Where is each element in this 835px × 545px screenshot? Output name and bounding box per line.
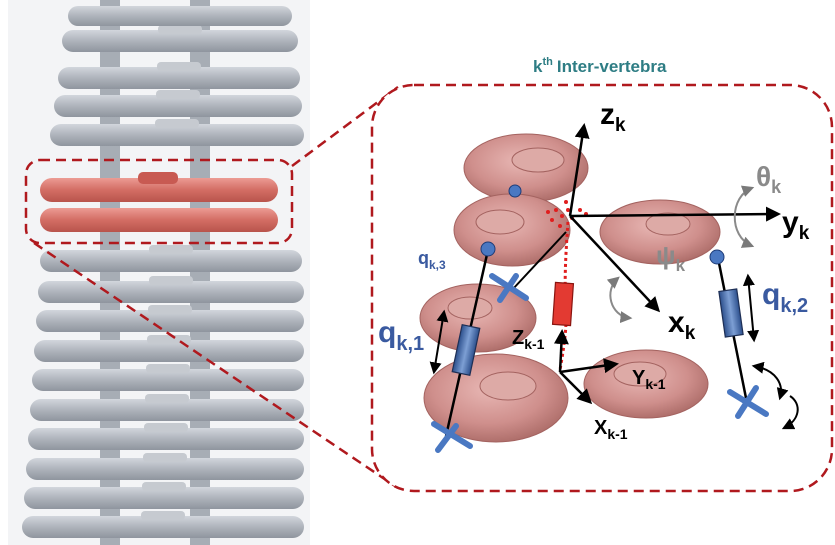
psi-rotation-arrow <box>606 276 633 324</box>
vertebra-joint-cap <box>149 276 193 285</box>
title-rest: Inter-vertebra <box>557 57 667 76</box>
leg-3-universal-joint <box>489 273 529 303</box>
vertebra-joint-cap <box>144 423 188 432</box>
vertebra-plate <box>24 487 304 509</box>
vertebra-plate <box>22 516 304 538</box>
leg-1-actuator <box>451 323 481 377</box>
label-psi-k: ψk <box>656 240 686 275</box>
leg-2-rotation-arrow-b <box>781 395 799 430</box>
axis-z-k <box>568 123 590 217</box>
axis-z-km1 <box>553 329 569 373</box>
leg-1-stroke-arrow <box>429 309 449 375</box>
vertebra-joint-cap <box>156 90 200 99</box>
highlight-joint-cap <box>138 172 178 184</box>
label-q-k1: qk,1 <box>378 316 424 355</box>
vertebra-plate <box>58 67 300 89</box>
highlighted-vertebrae <box>40 172 278 232</box>
frame-km1-axes <box>553 329 619 405</box>
highlighted-vertebra-lower <box>40 208 278 232</box>
label-theta-k: θk <box>756 161 782 197</box>
vertebra-joint-cap <box>141 511 185 520</box>
label-x-k: xk <box>668 306 696 344</box>
label-y-km1: Yk-1 <box>632 367 666 392</box>
label-y-k: yk <box>782 206 810 244</box>
theta-rotation-arrow <box>733 185 755 248</box>
vertebra-joint-cap <box>155 119 199 128</box>
disc-lower-left <box>419 283 537 353</box>
axis-x-km1 <box>559 371 593 405</box>
vertebra-plate <box>62 30 298 52</box>
vertebra-joint-cap <box>148 305 192 314</box>
highlighted-vertebra-upper <box>40 178 278 202</box>
axis-x-k <box>569 215 661 313</box>
leg-2 <box>709 249 799 430</box>
vertebra-plate <box>40 250 302 272</box>
highlight-box <box>24 158 294 245</box>
connector-line-top <box>291 85 399 168</box>
disc-top-left <box>463 133 589 203</box>
vertebra-plate <box>32 369 304 391</box>
vertebra-plate <box>54 95 302 117</box>
title-k: k <box>533 57 543 76</box>
vertebra-joint-cap <box>143 453 187 462</box>
detail-title: kth Inter-vertebra <box>533 56 667 76</box>
central-actuator <box>551 281 575 327</box>
connector-line-bottom <box>33 241 399 490</box>
label-q-k2: qk,2 <box>762 278 808 317</box>
vertebra-joint-cap <box>157 62 201 71</box>
label-z-km1: Zk-1 <box>512 327 545 352</box>
frame-k-origin-dots <box>546 200 588 228</box>
axis-y-km1 <box>559 358 619 374</box>
vertebra-plate <box>50 124 304 146</box>
label-x-km1: Xk-1 <box>594 417 628 442</box>
leg-1-ball-joint <box>480 241 496 257</box>
leg-1-universal-joint <box>431 421 473 453</box>
leg-2-rotation-arrow-a <box>751 361 789 401</box>
vertebra-joint-cap <box>142 482 186 491</box>
leg-2-ball-joint <box>709 249 725 265</box>
leg-2-stroke-arrow <box>742 273 760 343</box>
leg-1 <box>429 241 496 453</box>
vertebra-plate <box>36 310 304 332</box>
title-th: th <box>542 56 553 68</box>
gray-vertebrae <box>22 6 304 538</box>
vertebra-plate-top <box>68 6 292 26</box>
leg-2-actuator <box>718 288 744 338</box>
vertebra-joint-cap <box>147 335 191 344</box>
label-q-k3: qk,3 <box>418 248 446 272</box>
vertebra-joint-cap <box>149 245 193 254</box>
vertebra-joint-cap <box>145 394 189 403</box>
vertebra-joint-cap <box>158 25 202 34</box>
label-z-k: zk <box>600 98 626 136</box>
vertebra-joint-cap <box>146 364 190 373</box>
spine-stack <box>8 0 310 545</box>
vertebra-plate <box>26 458 304 480</box>
leg-3 <box>489 231 567 303</box>
top-ball-joint <box>508 184 522 198</box>
disc-mid-left <box>453 193 571 267</box>
vertebra-plate <box>28 428 304 450</box>
vertebra-plate <box>38 281 304 303</box>
vertebra-plate <box>30 399 304 421</box>
vertebra-plate <box>34 340 304 362</box>
